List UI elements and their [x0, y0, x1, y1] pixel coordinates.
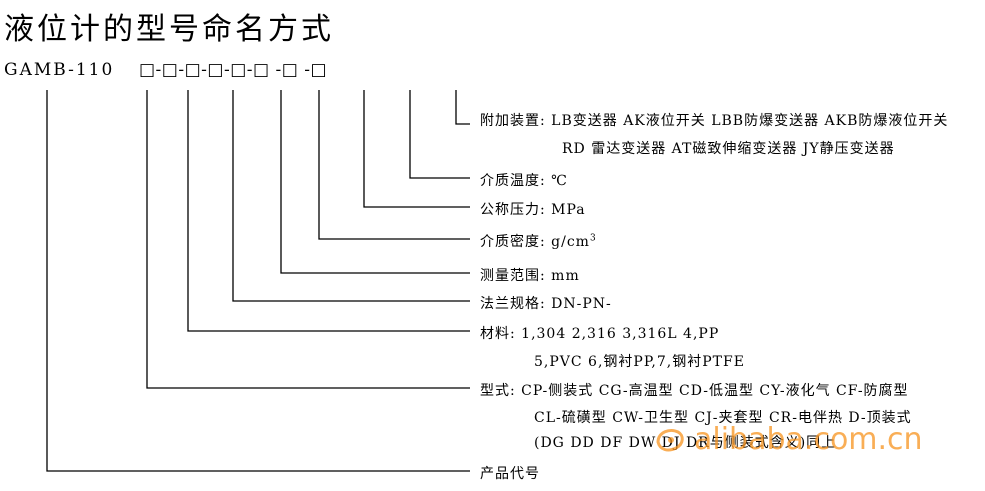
diagram-title: 液位计的型号命名方式: [4, 12, 334, 47]
model-code-prefix: GAMB-110: [4, 60, 115, 80]
connector-pressure: [363, 90, 470, 208]
model-code-sequence: □-□-□-□-□-□ -□ -□: [139, 60, 328, 80]
connector-accessory: [455, 90, 470, 125]
label-material-line1: 材料: 1,304 2,316 3,316L 4,PP: [480, 326, 720, 342]
label-density-superscript: 3: [589, 233, 597, 244]
label-material-line2: 5,PVC 6,钢衬PP,7,钢衬PTFE: [534, 354, 745, 370]
watermark-text: alibaba.com.cn: [694, 422, 923, 457]
label-pressure: 公称压力: MPa: [480, 202, 586, 218]
connector-density: [318, 90, 470, 240]
connector-product-code: [46, 90, 470, 472]
connector-type: [146, 90, 470, 389]
connector-material: [187, 90, 470, 332]
label-accessory-line1: 附加装置: LB变送器 AK液位开关 LBB防爆变送器 AKB防爆液位开关: [480, 113, 949, 129]
label-density-text: 介质密度: g/cm: [480, 234, 590, 250]
label-density: 介质密度: g/cm3: [480, 231, 597, 251]
connector-range: [280, 90, 470, 274]
label-type-line2: CL-硫磺型 CW-卫生型 CJ-夹套型 CR-电伴热 D-顶装式: [534, 410, 912, 426]
label-accessory-line2: RD 雷达变送器 AT磁致伸缩变送器 JY静压变送器: [562, 141, 895, 157]
label-type-line1: 型式: CP-侧装式 CG-高温型 CD-低温型 CY-液化气 CF-防腐型: [480, 383, 909, 399]
label-flange: 法兰规格: DN-PN-: [480, 296, 612, 312]
alibaba-logo-icon: [656, 428, 684, 452]
label-product-code: 产品代号: [480, 466, 540, 482]
label-temperature: 介质温度: ℃: [480, 173, 568, 189]
connector-flange: [232, 90, 470, 302]
label-range: 测量范围: mm: [480, 268, 580, 284]
connector-temperature: [409, 90, 470, 179]
label-type-line3: (DG DD DF DW DJ DR与侧装式含义)同上: [534, 435, 837, 451]
